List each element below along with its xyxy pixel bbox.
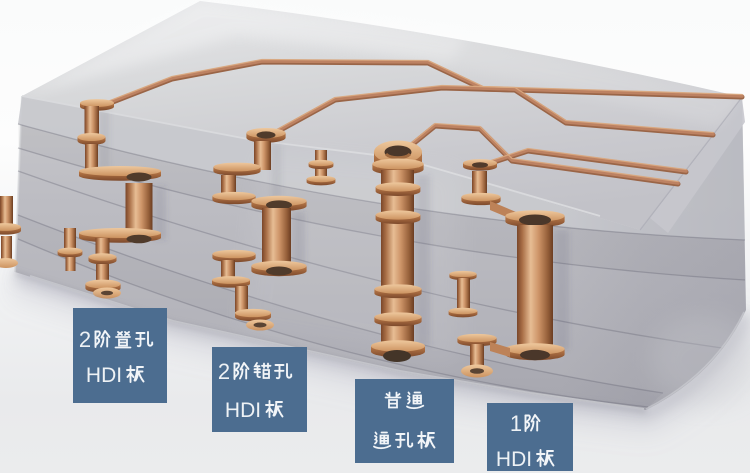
svg-text:2: 2 [79, 327, 91, 352]
svg-text:2: 2 [218, 359, 230, 384]
svg-text:1: 1 [510, 411, 522, 436]
svg-text:HDI: HDI [225, 399, 261, 422]
svg-text:HDI: HDI [86, 364, 122, 387]
svg-text:HDI: HDI [496, 448, 532, 471]
